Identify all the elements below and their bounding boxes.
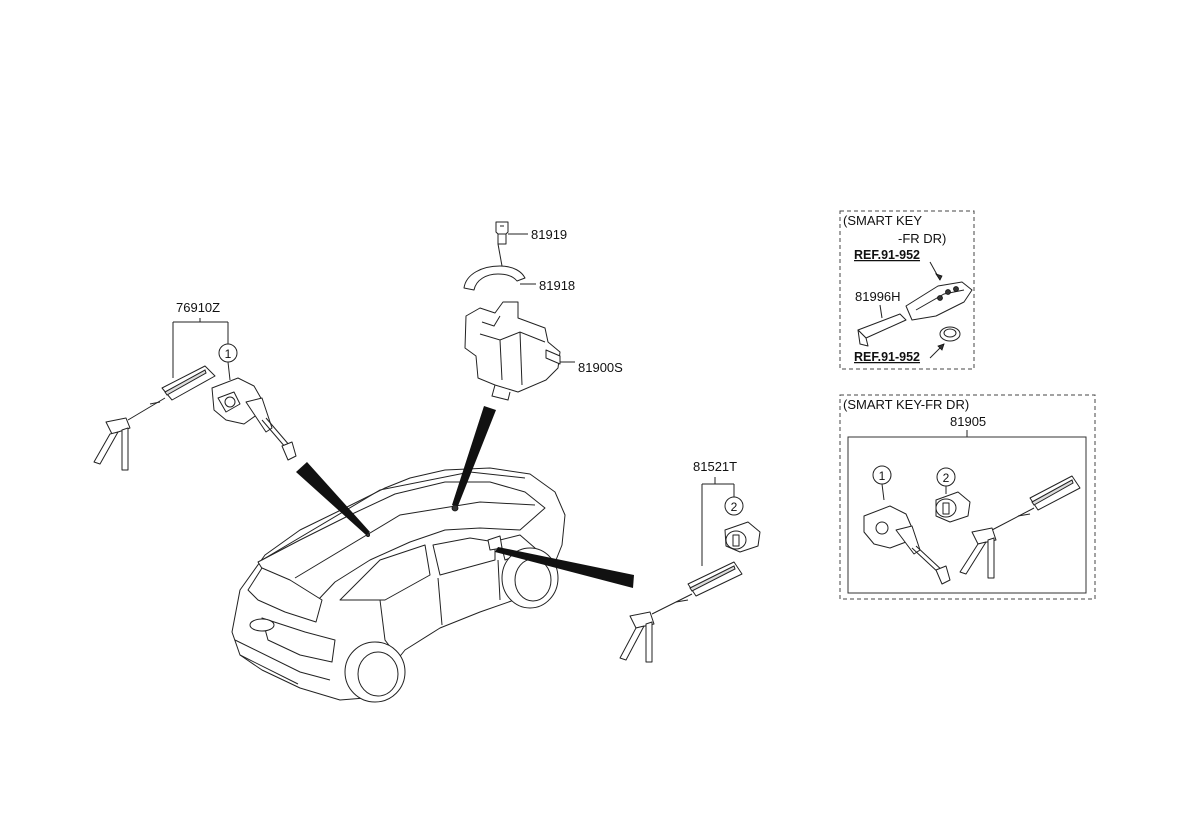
vehicle-illustration xyxy=(231,467,566,703)
label-81900S: 81900S xyxy=(578,360,623,375)
callout-2-smart: 2 xyxy=(943,471,950,485)
smart-key-note: (SMART KEY -FR DR) REF.91-952 81996H REF… xyxy=(839,210,975,370)
label-76910Z: 76910Z xyxy=(176,300,220,315)
ignition-assembly: 81919 81918 81900S xyxy=(463,221,623,401)
label-smart-key-fr-dr: (SMART KEY-FR DR) xyxy=(843,397,969,412)
lock-set-76910Z: 76910Z 1 xyxy=(93,300,297,471)
label-81521T: 81521T xyxy=(693,459,737,474)
link-ref-91-952-bottom[interactable]: REF.91-952 xyxy=(854,350,920,364)
lock-set-81521T: 81521T 2 xyxy=(619,459,761,663)
label-81918: 81918 xyxy=(539,278,575,293)
label-81905: 81905 xyxy=(950,414,986,429)
label-81919: 81919 xyxy=(531,227,567,242)
leader-wedge-right xyxy=(495,547,634,588)
label-smart-key: (SMART KEY xyxy=(843,213,922,228)
callout-2-right: 2 xyxy=(731,500,738,514)
callout-1-left: 1 xyxy=(225,347,232,361)
link-ref-91-952-top[interactable]: REF.91-952 xyxy=(854,248,920,262)
callout-1-smart: 1 xyxy=(879,469,886,483)
label-81996H: 81996H xyxy=(855,289,901,304)
leader-wedge-top xyxy=(452,406,496,506)
label-fr-dr: -FR DR) xyxy=(898,231,946,246)
leader-wedge-left xyxy=(296,462,370,535)
smart-key-fr-dr-set: (SMART KEY-FR DR) 81905 1 2 xyxy=(839,394,1096,600)
